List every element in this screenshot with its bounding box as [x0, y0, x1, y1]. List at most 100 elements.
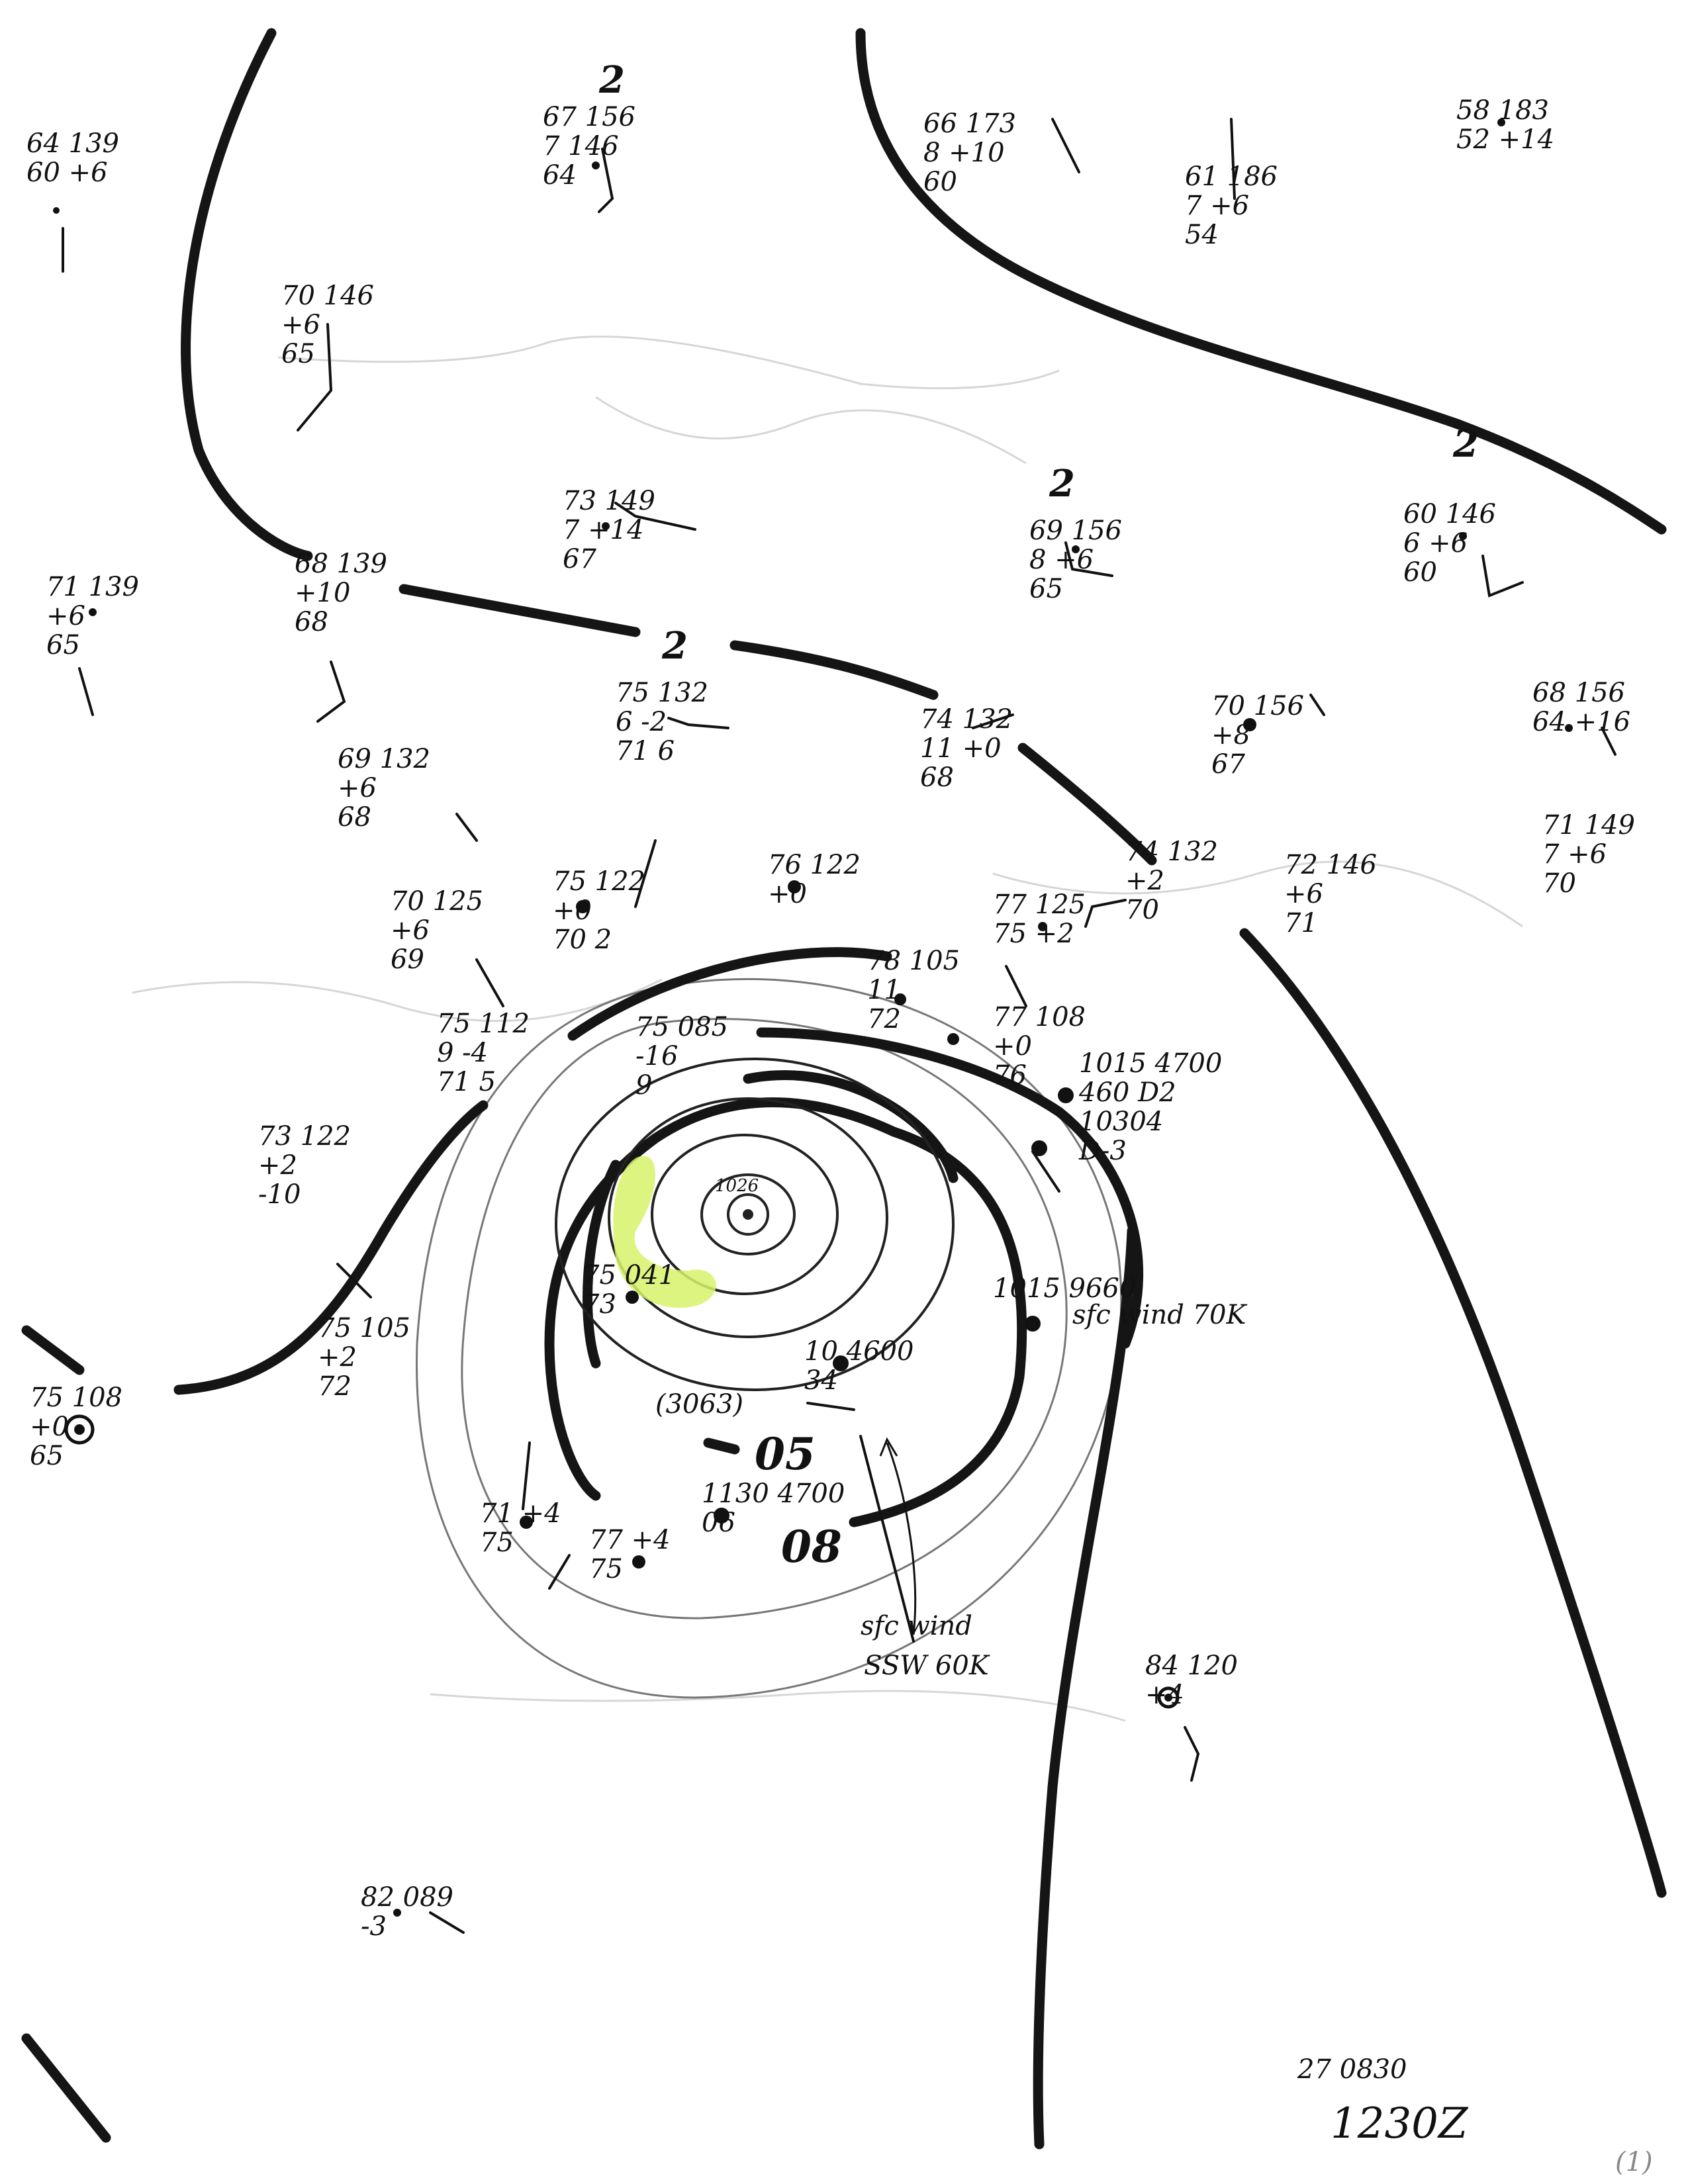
station-value: 65	[30, 1441, 64, 1471]
station-value: 8 +10	[923, 138, 1005, 168]
isobar-1006	[756, 1027, 1144, 1349]
station-value: +0	[553, 895, 592, 926]
station-value: 1015 9660	[993, 1273, 1136, 1304]
page-number: (1)	[1615, 2147, 1653, 2177]
station-value: 64 139	[26, 128, 119, 159]
station-value: 77 108	[993, 1002, 1086, 1032]
station-value: 7 +14	[563, 515, 644, 545]
station-value: 76 122	[768, 850, 861, 880]
station-value: 78 105	[867, 946, 960, 976]
station-value: 68	[295, 607, 328, 637]
station-value: -16	[635, 1041, 678, 1071]
station-plot: 77 108+076	[993, 1002, 1086, 1091]
wind-note-3: SSW 60K	[864, 1651, 990, 1681]
station-value: 71 139	[46, 572, 139, 602]
station-value: 76	[993, 1060, 1027, 1091]
storm-center-marker	[727, 1193, 769, 1236]
station-value: 66 173	[923, 109, 1016, 139]
station-value: 67 156	[543, 102, 635, 132]
date-time-label: 27 0830	[1297, 2054, 1407, 2085]
station-value: +2	[258, 1150, 297, 1181]
station-value: 68	[920, 762, 954, 793]
inner-isobars	[555, 1058, 955, 1391]
time-label: 1230Z	[1331, 2099, 1469, 2148]
station-value: 8 +6	[1029, 545, 1094, 575]
station-value: 1130 4700	[702, 1479, 845, 1509]
isobar-northwest	[181, 28, 313, 561]
station-value: 67	[563, 544, 596, 574]
station-plot: 74 132+270	[1125, 837, 1218, 925]
station-value: +6	[391, 915, 430, 946]
station-value: 06	[702, 1508, 735, 1538]
station-dots	[53, 118, 1573, 1917]
station-value: +4	[1145, 1680, 1184, 1710]
station-plot: 70 146+665	[281, 281, 374, 369]
station-plot: 70 156+867	[1211, 691, 1304, 780]
station-plot: 69 132+668	[338, 744, 430, 833]
isobar-label-east: 2	[1049, 462, 1075, 506]
wind-note-1: sfc wind 70K	[1072, 1300, 1247, 1330]
station-value: -10	[258, 1179, 301, 1210]
station-value: +2	[1125, 866, 1164, 896]
pressure-label-outer: 08	[781, 1521, 842, 1572]
station-value: 52 +14	[1456, 124, 1554, 155]
station-value: 11	[867, 975, 901, 1005]
station-value: +2	[318, 1342, 357, 1373]
station-value: 71 +4	[480, 1498, 561, 1529]
station-plot: 73 122+2-10	[258, 1121, 351, 1210]
station-plot: 84 120+4	[1145, 1651, 1238, 1710]
station-value: +0	[768, 879, 807, 909]
station-value: D-3	[1078, 1136, 1127, 1166]
station-value: 75	[589, 1554, 623, 1584]
station-value: +6	[1284, 879, 1323, 909]
wind-note-2: sfc wind	[861, 1611, 972, 1641]
station-value: 75 041	[583, 1260, 675, 1291]
station-value: 75 122	[553, 866, 645, 897]
station-value: 73 122	[258, 1121, 351, 1152]
station-value: 70 2	[553, 925, 612, 955]
station-value: 64 +16	[1532, 707, 1630, 737]
station-value: 70	[1542, 868, 1576, 899]
station-plot: 72 146+671	[1284, 850, 1377, 938]
station-value: 84 120	[1145, 1651, 1238, 1681]
highlight-mark	[613, 1156, 716, 1308]
station-value: 65	[1029, 574, 1063, 604]
station-plot: 75 085-169	[635, 1012, 728, 1101]
station-value: 10304	[1079, 1107, 1163, 1137]
station-value: 71 149	[1542, 810, 1635, 841]
station-value: 75 132	[616, 678, 708, 708]
isobar-south	[1033, 1226, 1137, 2150]
station-value: 69 132	[338, 744, 430, 774]
station-value: 71 6	[616, 736, 675, 766]
station-value: 72 146	[1284, 850, 1377, 880]
station-value: 11 +0	[920, 733, 1002, 764]
station-value: 6 -2	[616, 707, 667, 737]
station-value: 71	[1284, 908, 1318, 938]
station-value: 69 156	[1029, 516, 1122, 546]
station-value: +6	[46, 601, 85, 631]
station-value: 60	[1403, 557, 1437, 588]
station-value: 75 085	[635, 1012, 728, 1042]
station-value: 60 +6	[26, 158, 108, 188]
station-value: 74 132	[920, 704, 1013, 735]
isobar-1007	[743, 1070, 959, 1183]
station-value: 73	[583, 1289, 616, 1320]
station-value: +0	[30, 1412, 69, 1442]
station-value: 75 105	[318, 1313, 410, 1343]
station-value: 7 146	[543, 131, 619, 161]
station-value: 65	[281, 339, 315, 369]
isobar-north-front-3	[1017, 743, 1157, 866]
station-value: 77 125	[993, 889, 1086, 920]
station-value: 54	[1185, 220, 1219, 250]
station-value: 70 125	[391, 886, 483, 917]
